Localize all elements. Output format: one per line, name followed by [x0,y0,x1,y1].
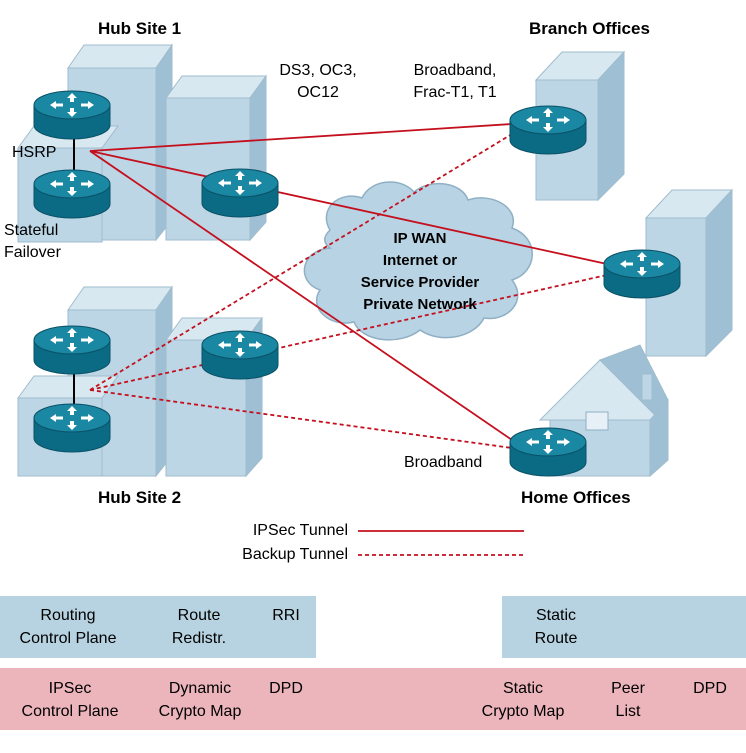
ipsec-control-plane: IPSec Control Plane [21,680,119,720]
static-crypto-map: Static Crypto Map [481,680,565,720]
cloud-label: IP WAN Internet or Service Provider Priv… [360,230,480,313]
route-redistribution: Route Redistr. [171,607,227,647]
backup-tunnels [89,133,608,449]
home-offices-label: Home Offices [521,488,631,507]
ip-wan-cloud [303,181,533,341]
spoke-routing-strip: Static Route [502,596,746,658]
peer-list: Peer List [611,680,645,720]
legend-ipsec-label: IPSec Tunnel [252,522,348,539]
ipsec-tunnel-branch-1 [89,123,513,152]
branch-router-1 [509,105,587,155]
hsrp-label: HSRP [12,144,57,161]
branch-offices-label: Branch Offices [529,19,650,38]
stateful-failover-label: Stateful Failover [4,222,61,261]
branch-router-2 [603,249,681,299]
backup-tunnel-home [89,389,513,449]
home-router [509,427,587,477]
branch-link-speed-label: Broadband, Frac-T1, T1 [413,62,497,101]
hub-routing-strip: Routing Control Plane Route Redistr. RRI [0,596,316,658]
rri: RRI [272,607,300,624]
spoke-dpd: DPD [693,680,727,697]
hub-link-speed-label: DS3, OC3, OC12 [279,62,357,101]
ipsec-tunnel-wan-router [89,150,608,265]
legend-backup-label: Backup Tunnel [242,546,348,563]
branch-office-building-1 [534,50,626,202]
hub1-router-bottom [33,169,111,219]
ipsec-tunnel-home [89,150,513,441]
hub1-wan-router [201,168,279,218]
dynamic-crypto-map: Dynamic Crypto Map [158,680,242,720]
hub2-wan-router [201,330,279,380]
ipsec-tunnels [89,123,608,441]
hub2-router-bottom [33,403,111,453]
home-broadband-label: Broadband [404,454,483,471]
crypto-strip: IPSec Control Plane Dynamic Crypto Map D… [0,668,746,730]
hub-site-2-label: Hub Site 2 [98,488,182,507]
backup-tunnel-branch-1 [89,133,513,391]
backup-tunnel-branch-2 [89,274,608,391]
hub2-router-top [33,325,111,375]
hub-dpd: DPD [269,680,303,697]
hub-site-1-label: Hub Site 1 [98,19,182,38]
routing-control-plane: Routing Control Plane [19,607,117,647]
hub1-router-top [33,90,111,140]
static-route: Static Route [534,607,578,647]
